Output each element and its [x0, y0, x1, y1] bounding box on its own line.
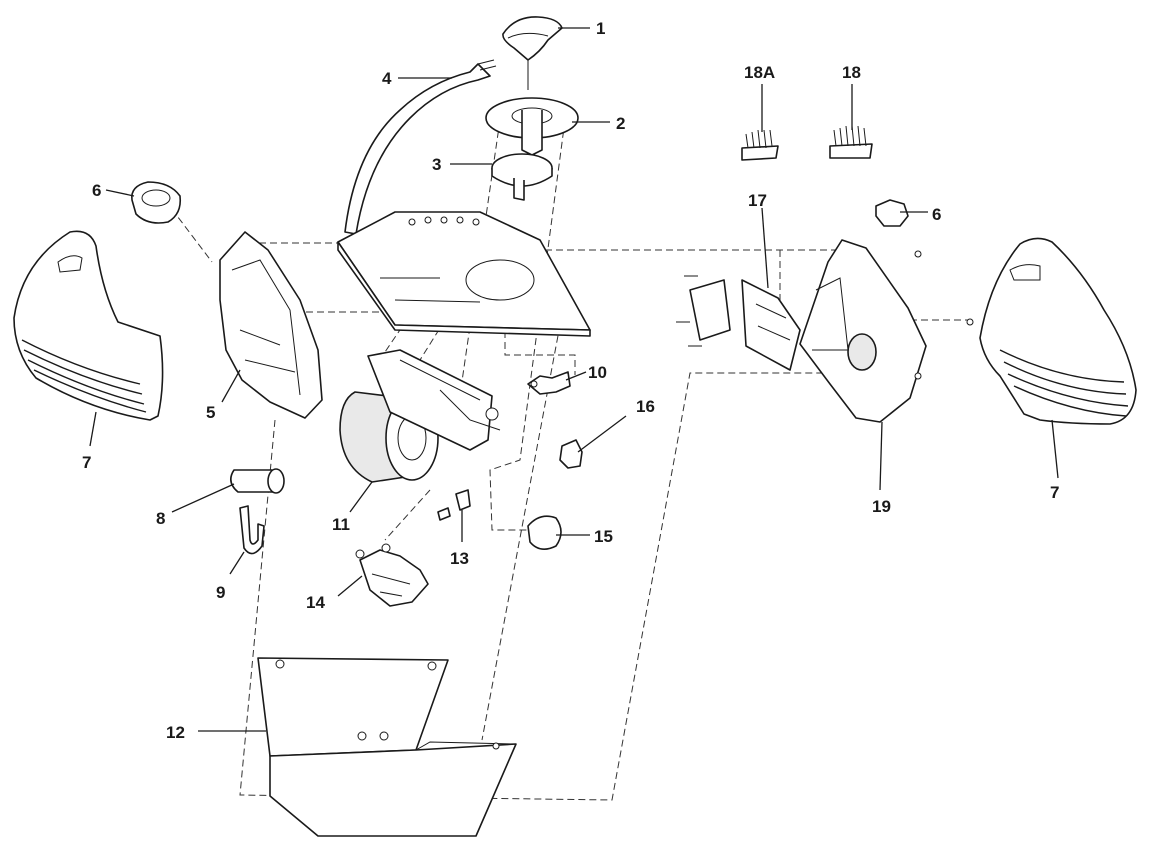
part-15-lens-cover: [527, 515, 562, 550]
part-18-wire-harness: [829, 125, 873, 159]
part-16-rpm-sensor: [559, 439, 583, 469]
callout-6-right: 6: [932, 205, 941, 224]
part-1-light-lens-cap: [502, 16, 563, 90]
callout-17: 17: [748, 191, 767, 210]
part-17-logic-board: [676, 275, 801, 371]
part-4-power-cord: [344, 59, 497, 235]
callout-6-left: 6: [92, 181, 101, 200]
part-14-trolley-gear-assembly: [355, 543, 429, 607]
callout-12: 12: [166, 723, 185, 742]
part-18a-wire-harness: [741, 129, 779, 161]
callout-11: 11: [332, 515, 350, 534]
callout-7-right: 7: [1050, 483, 1059, 502]
part-10-limit-switch: [527, 371, 571, 395]
part-3-drive-gear: [491, 153, 553, 201]
part-9-capacitor-bracket: [239, 505, 265, 555]
leader-lines: [89, 27, 1059, 732]
callout-5: 5: [206, 403, 215, 422]
part-11-motor: [339, 349, 501, 483]
part-12-bottom-shroud: [257, 657, 517, 837]
chassis-plate: [337, 211, 591, 337]
callout-7-left: 7: [82, 453, 91, 472]
part-13-sensor-bracket: [437, 489, 471, 521]
callout-16: 16: [636, 397, 655, 416]
callout-4: 4: [382, 69, 392, 88]
callout-18a: 18A: [744, 63, 775, 82]
callout-1: 1: [596, 19, 605, 38]
callout-14: 14: [306, 593, 325, 612]
callout-13: 13: [450, 549, 469, 568]
callout-9: 9: [216, 583, 225, 602]
callout-labels: 1 2 3 4 5 6 6 7 7 8 9 10 11 12 13 14 15 …: [82, 19, 1059, 742]
callout-8: 8: [156, 509, 165, 528]
part-7-cover-right: [979, 237, 1137, 425]
part-6-light-socket-left: [131, 181, 182, 224]
part-6-light-socket-right: [875, 199, 909, 227]
callout-3: 3: [432, 155, 441, 174]
part-7-cover-left: [13, 230, 164, 421]
part-2-sprocket-plate: [485, 97, 579, 156]
callout-18: 18: [842, 63, 861, 82]
callout-2: 2: [616, 114, 625, 133]
part-19-right-end-panel: [799, 239, 974, 423]
callout-15: 15: [594, 527, 613, 546]
part-8-capacitor: [230, 468, 285, 494]
part-5-left-end-panel: [219, 231, 323, 419]
callout-19: 19: [872, 497, 891, 516]
callout-10: 10: [588, 363, 607, 382]
